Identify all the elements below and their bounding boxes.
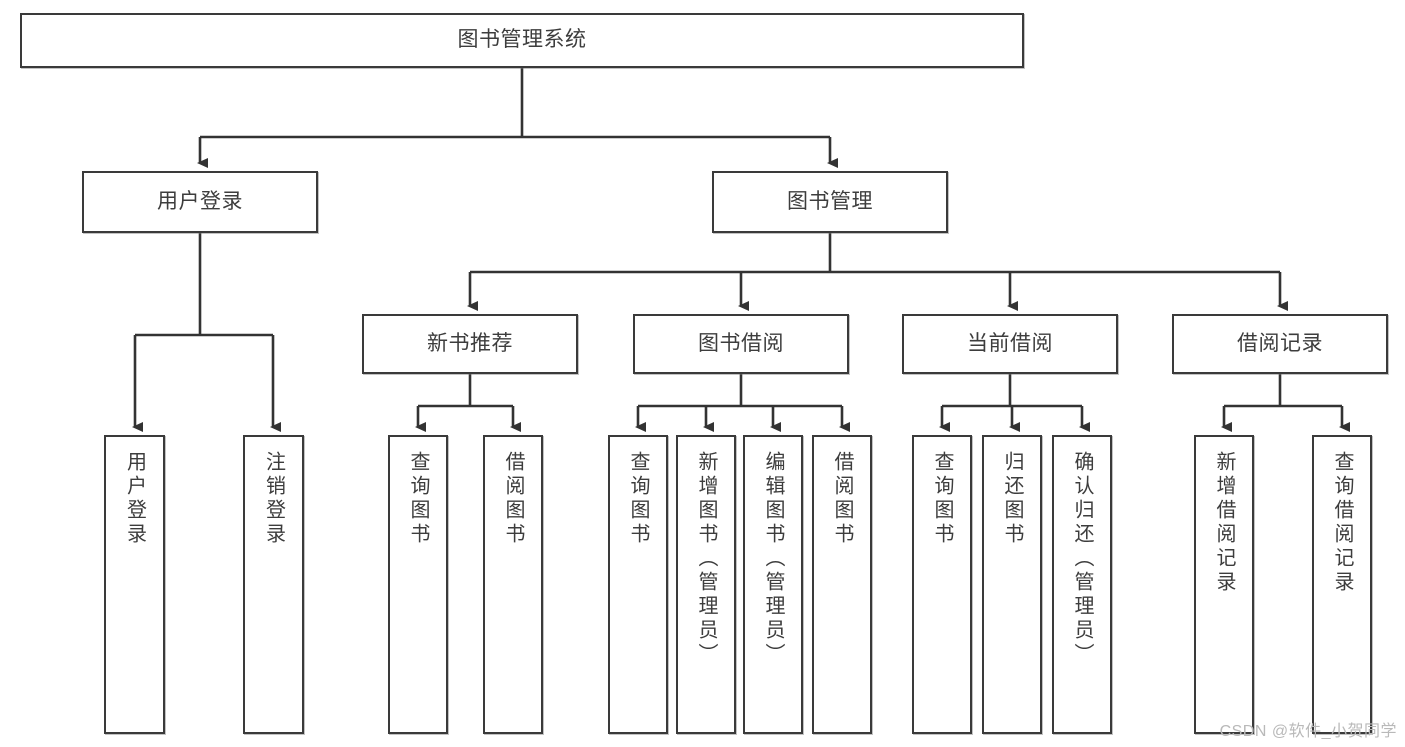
node-root-label: 图书管理系统 — [457, 28, 587, 52]
leaf-return-book[interactable]: 归还图书 — [982, 435, 1042, 734]
leaf-user-login-label: 用户登录 — [123, 451, 146, 547]
node-book-manage[interactable]: 图书管理 — [712, 171, 948, 233]
leaf-add-record[interactable]: 新增借阅记录 — [1194, 435, 1254, 734]
leaf-borrow-book-2-label: 借阅图书 — [831, 451, 853, 547]
node-new-book-rec[interactable]: 新书推荐 — [362, 314, 578, 374]
node-current-borrow-label: 当前借阅 — [967, 331, 1053, 355]
node-book-manage-label: 图书管理 — [787, 189, 873, 213]
node-root[interactable]: 图书管理系统 — [20, 13, 1024, 68]
node-borrow-record-label: 借阅记录 — [1237, 331, 1323, 355]
leaf-query-book-3-label: 查询图书 — [931, 451, 953, 547]
leaf-query-book-3[interactable]: 查询图书 — [912, 435, 972, 734]
node-borrow-record[interactable]: 借阅记录 — [1172, 314, 1388, 374]
leaf-borrow-book-1[interactable]: 借阅图书 — [483, 435, 543, 734]
leaf-user-logout-label: 注销登录 — [262, 451, 285, 547]
leaf-return-book-label: 归还图书 — [1001, 451, 1023, 547]
leaf-query-book-1-label: 查询图书 — [407, 451, 429, 547]
leaf-user-login[interactable]: 用户登录 — [104, 435, 165, 734]
leaf-add-book-label: 新增图书（管理员） — [695, 451, 717, 667]
leaf-query-book-2[interactable]: 查询图书 — [608, 435, 668, 734]
node-user-login-label: 用户登录 — [157, 189, 243, 213]
node-book-borrow[interactable]: 图书借阅 — [633, 314, 849, 374]
leaf-add-book[interactable]: 新增图书（管理员） — [676, 435, 736, 734]
leaf-borrow-book-1-label: 借阅图书 — [502, 451, 524, 547]
leaf-borrow-book-2[interactable]: 借阅图书 — [812, 435, 872, 734]
node-book-borrow-label: 图书借阅 — [698, 331, 784, 355]
node-new-book-rec-label: 新书推荐 — [427, 331, 513, 355]
leaf-edit-book-label: 编辑图书（管理员） — [762, 451, 784, 667]
leaf-confirm-return[interactable]: 确认归还（管理员） — [1052, 435, 1112, 734]
leaf-user-logout[interactable]: 注销登录 — [243, 435, 304, 734]
leaf-query-book-1[interactable]: 查询图书 — [388, 435, 448, 734]
node-user-login[interactable]: 用户登录 — [82, 171, 318, 233]
leaf-query-book-2-label: 查询图书 — [627, 451, 649, 547]
node-current-borrow[interactable]: 当前借阅 — [902, 314, 1118, 374]
leaf-query-record[interactable]: 查询借阅记录 — [1312, 435, 1372, 734]
leaf-confirm-return-label: 确认归还（管理员） — [1071, 451, 1093, 667]
leaf-edit-book[interactable]: 编辑图书（管理员） — [743, 435, 803, 734]
leaf-add-record-label: 新增借阅记录 — [1213, 451, 1235, 595]
leaf-query-record-label: 查询借阅记录 — [1331, 451, 1353, 595]
